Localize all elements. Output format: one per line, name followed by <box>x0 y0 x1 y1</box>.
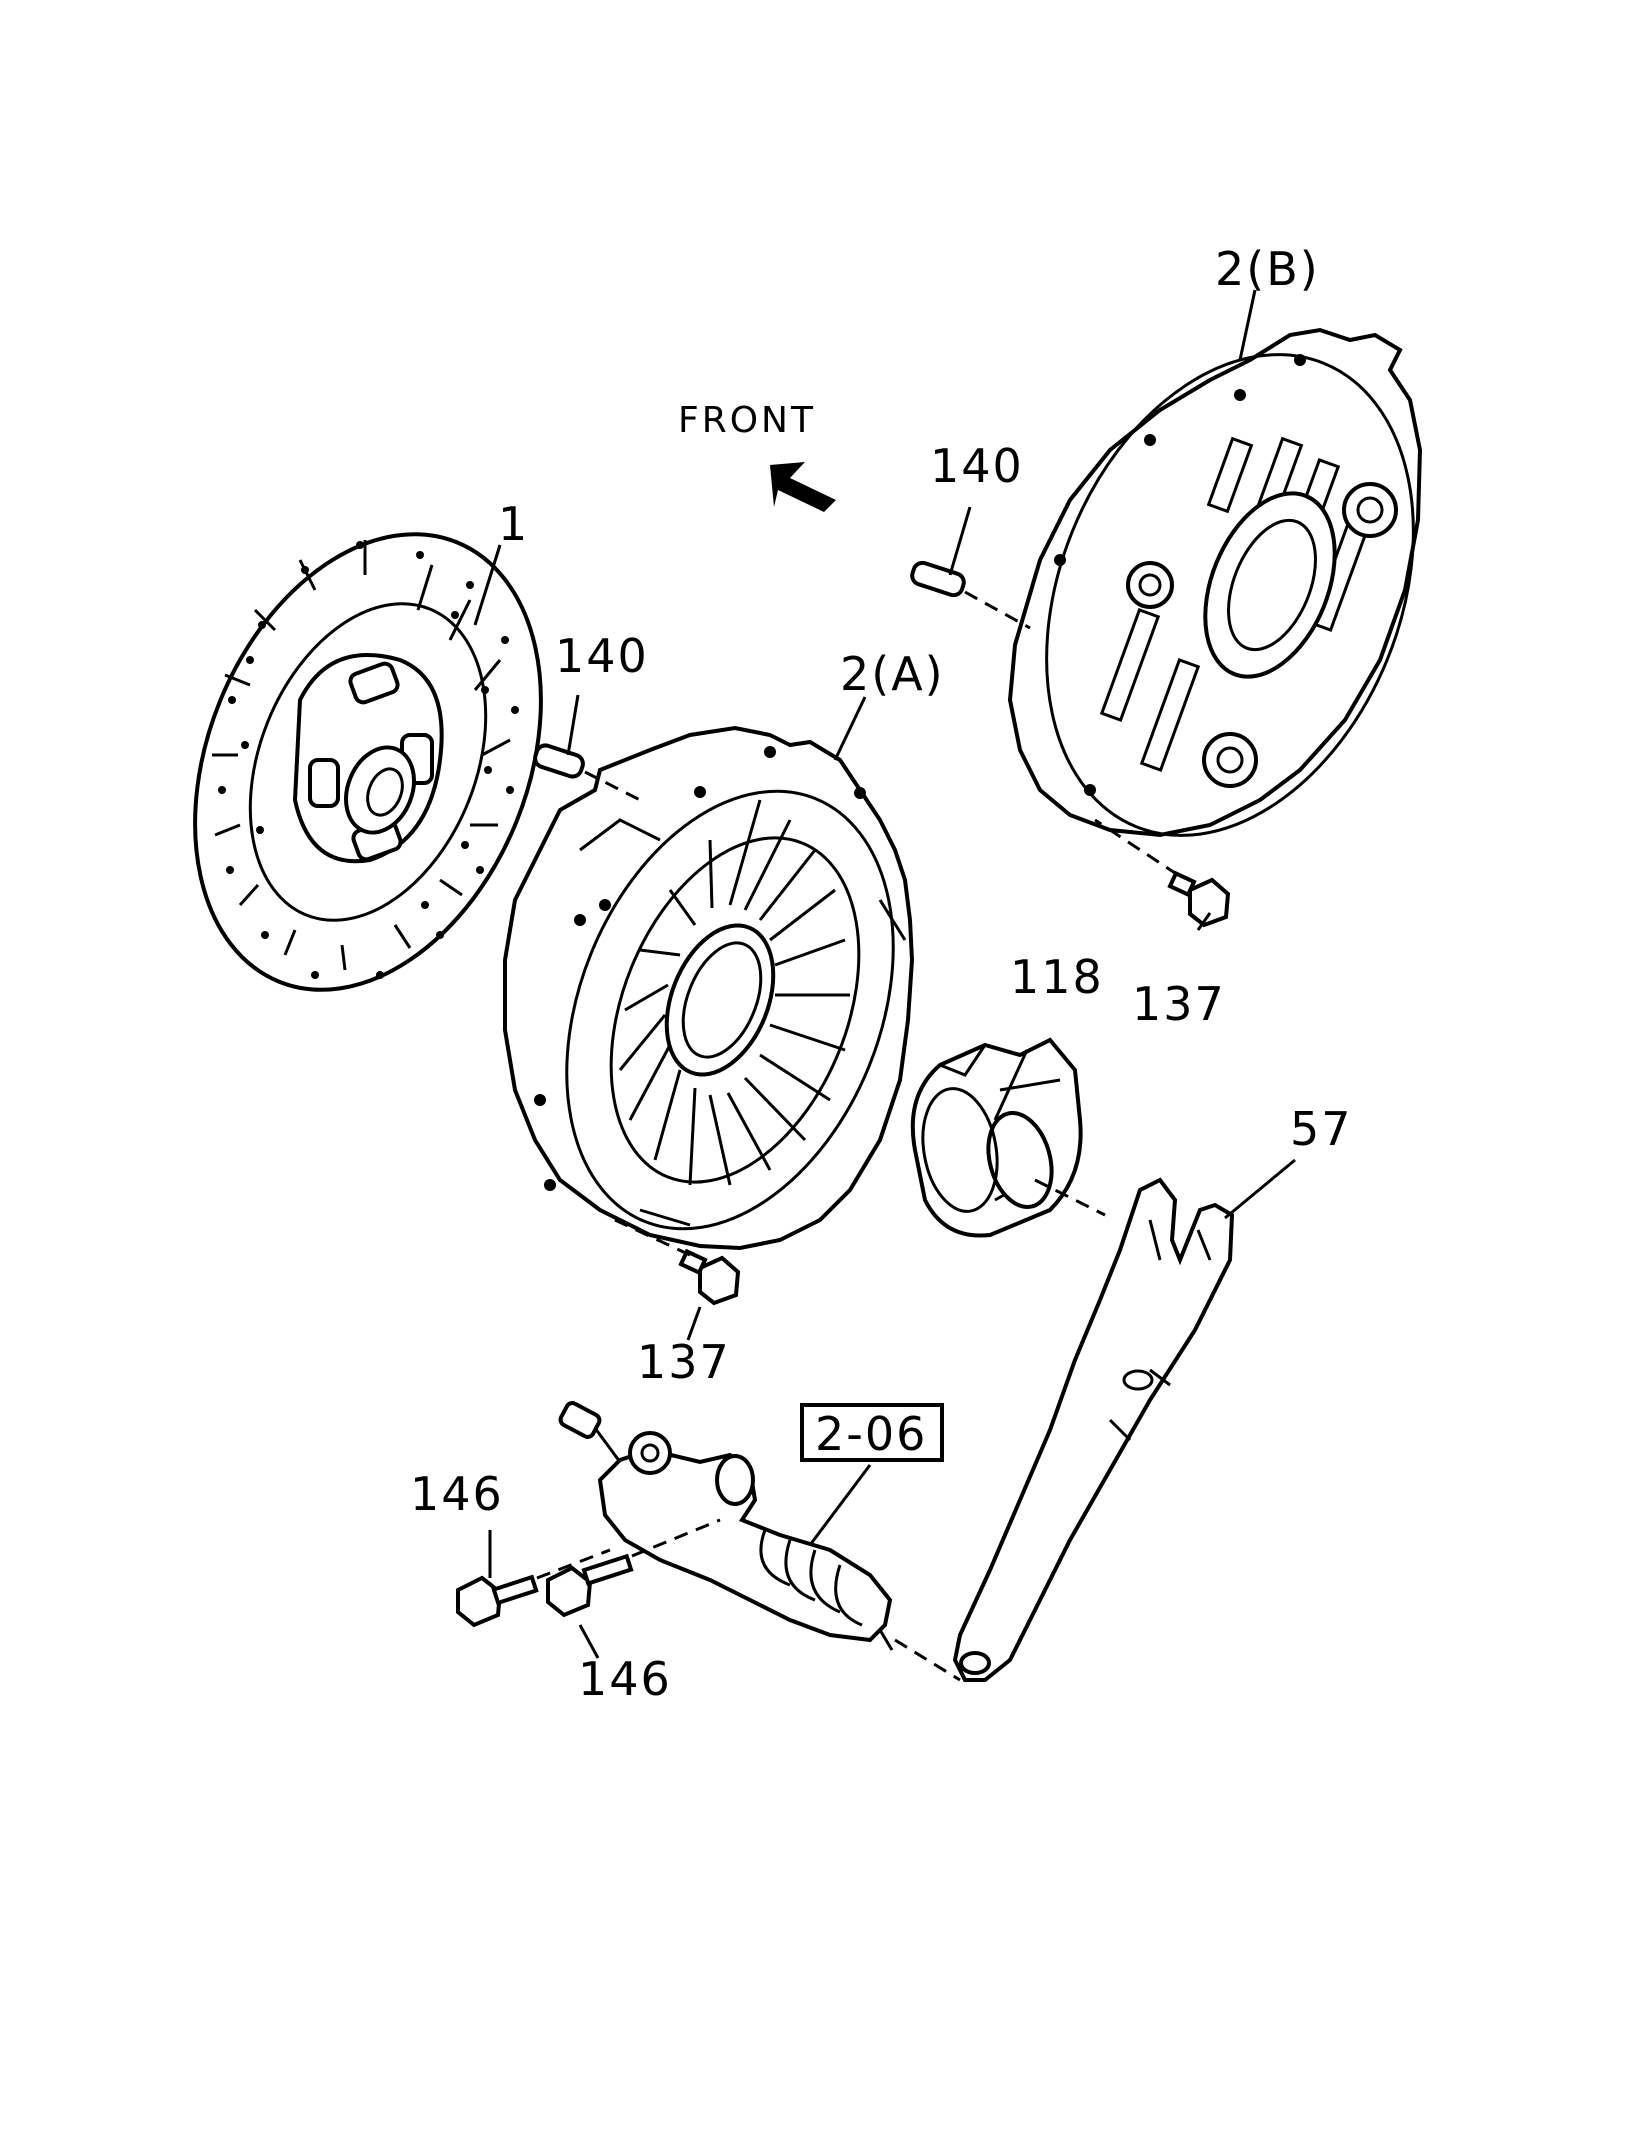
release-fork <box>952 1177 1235 1682</box>
label-bearing: 118 <box>1010 950 1104 1004</box>
bolt-137-left <box>614 1218 741 1306</box>
dowel-pin-right <box>910 560 1031 630</box>
cover-b-holes <box>1054 354 1306 796</box>
label-bolt-146-upper: 146 <box>410 1467 504 1521</box>
pressure-plate-b <box>1007 327 1423 838</box>
front-indicator: FRONT <box>678 400 836 512</box>
label-slave-ref: 2-06 <box>815 1407 927 1461</box>
diaphragm-fingers <box>618 799 850 1186</box>
callouts: 1 140 2(A) 2(B) 140 118 137 57 137 146 1… <box>410 242 1353 1706</box>
facing-segments <box>212 540 511 971</box>
front-label: FRONT <box>678 400 816 441</box>
arrow-up-left-icon <box>770 462 836 512</box>
label-bolt-left: 137 <box>637 1335 731 1389</box>
bolt-146-lower <box>546 1518 721 1618</box>
slave-cylinder <box>558 1401 961 1682</box>
label-cover-a: 2(A) <box>840 647 945 701</box>
label-bolt-right: 137 <box>1132 977 1226 1031</box>
boot-ribs <box>759 1529 863 1627</box>
slave-ref-box <box>800 1403 944 1462</box>
clutch-disc <box>193 532 543 992</box>
label-cover-b: 2(B) <box>1215 242 1320 296</box>
bolt-137-right <box>1094 818 1231 928</box>
leader-lines <box>473 289 1296 1659</box>
pressure-plate-a <box>503 725 915 1251</box>
label-bolt-146-lower: 146 <box>578 1652 672 1706</box>
label-pin-left: 140 <box>555 629 649 683</box>
cover-a-holes <box>534 746 866 1191</box>
label-pin-right: 140 <box>930 439 1024 493</box>
bolt-146-upper <box>456 1548 611 1628</box>
dowel-pin-left <box>533 743 641 802</box>
facing-rivets <box>218 541 519 979</box>
release-bearing <box>910 1037 1083 1238</box>
label-fork: 57 <box>1290 1102 1353 1156</box>
label-disc: 1 <box>498 497 529 551</box>
